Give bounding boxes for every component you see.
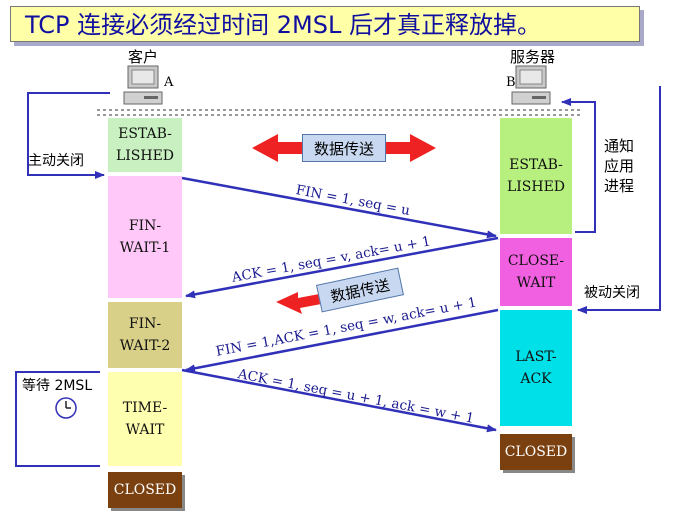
client-state-established: ESTAB- LISHED [108,118,182,172]
server-letter: B [506,75,516,90]
computer-icon-server [511,65,551,105]
notify-app-arrow [561,98,596,233]
client-state-closed: CLOSED [108,472,182,508]
wait-2msl-bracket [15,371,100,467]
notify-app-label: 通知 应用 进程 [604,137,635,195]
server-state-closed: CLOSED [500,434,572,470]
ack2-arrow [181,368,497,433]
fin2-arrow [185,308,499,373]
server-label: 服务器 [510,48,556,66]
active-close-label: 主动关闭 [28,153,84,169]
active-close-arrow [27,92,110,179]
server-state-last-ack: LAST- ACK [500,310,572,426]
wait-2msl-label: 等待 2MSL [22,378,93,394]
client-label: 客户 [128,48,159,66]
fin1-arrow [181,176,497,239]
server-state-established: ESTAB- LISHED [500,118,572,234]
data-transfer-badge: 数据传送 [302,134,386,162]
passive-close-label: 被动关闭 [584,285,640,301]
server-state-close-wait: CLOSE- WAIT [500,238,572,306]
client-letter: A [164,75,174,90]
clock-icon [55,397,77,419]
page-title: TCP 连接必须经过时间 2MSL 后才真正释放掉。 [10,6,640,42]
client-state-fin-wait-2: FIN- WAIT-2 [108,302,182,368]
passive-close-arrow [577,86,661,314]
computer-icon-client [123,65,163,105]
client-state-time-wait: TIME- WAIT [108,372,182,466]
ack1-arrow [185,236,499,299]
client-state-fin-wait-1: FIN- WAIT-1 [108,176,182,298]
